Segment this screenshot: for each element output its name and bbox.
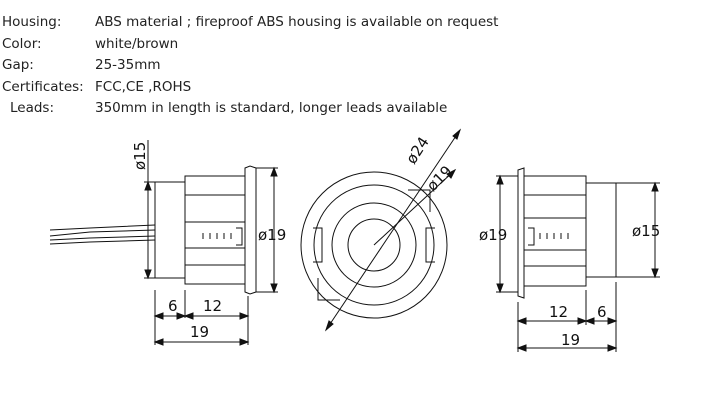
left-clip: [313, 227, 323, 263]
spec-label: Leads:: [10, 100, 55, 116]
spec-value: 25-35mm: [95, 57, 161, 73]
left-side-view: [49, 140, 278, 346]
body-main-right: [523, 175, 587, 287]
left-dim-total-label: 19: [190, 323, 209, 341]
right-clip: [425, 227, 435, 263]
internal-reed-marks: [202, 227, 243, 246]
right-dim-total-label: 19: [561, 331, 580, 349]
right-outer-diameter-label: ø19: [479, 226, 507, 244]
internal-reed-marks-right: [528, 227, 569, 246]
left-dim-a-label: 6: [168, 297, 178, 315]
left-dim-b-label: 12: [203, 297, 222, 315]
body-main: [184, 175, 246, 285]
flange: [244, 165, 257, 295]
spec-value: 350mm in length is standard, longer lead…: [95, 100, 448, 116]
right-inner-diameter-label: ø15: [632, 222, 660, 240]
left-inner-diameter-label: ø15: [131, 142, 149, 170]
spec-value: FCC,CE ,ROHS: [95, 78, 192, 95]
spec-label: Gap:: [2, 57, 34, 73]
left-outer-diameter-label: ø19: [258, 226, 286, 244]
right-dim-b-label: 6: [597, 303, 607, 321]
center-circle: [347, 218, 401, 272]
spec-label: Certificates:: [2, 78, 84, 95]
outer-flange-circle: [300, 171, 448, 319]
front-outer-diameter-label: ø24: [402, 134, 432, 168]
spec-label: Color:: [2, 35, 42, 52]
flange-right: [517, 167, 525, 299]
body-circle: [313, 184, 435, 306]
inner-ring-circle: [331, 202, 417, 288]
body-front-shoulder: [585, 182, 617, 278]
front-view: [300, 128, 462, 332]
spec-value: ABS material ; fireproof ABS housing is …: [95, 14, 499, 30]
right-side-view: [496, 167, 660, 352]
right-dim-a-label: 12: [549, 303, 568, 321]
spec-value: white/brown: [95, 35, 179, 52]
body-rear-shoulder: [154, 181, 186, 279]
spec-label: Housing:: [2, 14, 62, 30]
lead-wires: [49, 224, 156, 245]
